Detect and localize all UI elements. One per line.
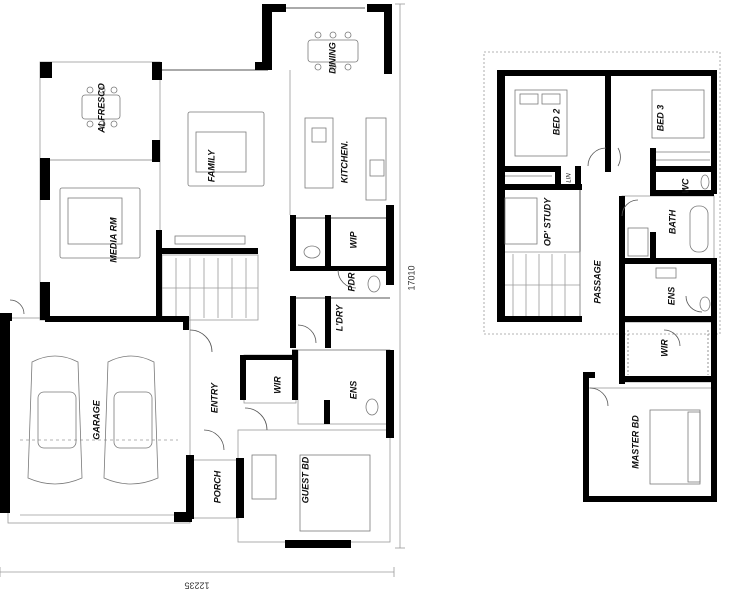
upper-floor-furniture (504, 89, 711, 485)
room-label-family: FAMILY (206, 149, 216, 182)
ground-floor-doors (9, 269, 357, 451)
room-label-pdr: PDR (346, 272, 356, 292)
room-label-ldry: L'DRY (334, 304, 344, 331)
room-label-dining: DINING (327, 42, 337, 74)
room-label-alfresco: ALFRESCO (96, 83, 106, 134)
room-label-lin: LIN (567, 173, 573, 183)
room-label-bath: BATH (667, 209, 677, 234)
room-label-wir: WIR (272, 376, 282, 394)
room-label-op-study: OP' STUDY (542, 197, 552, 246)
room-label-master-bd: MASTER BD (630, 415, 640, 469)
room-label-guest-bd: GUEST BD (300, 456, 310, 503)
room-label-entry: ENTRY (209, 382, 219, 413)
room-label-wc: WC (680, 178, 690, 193)
room-label-media-rm: MEDIA RM (108, 217, 118, 263)
upper-floor-plan: BED 2 BED 3 LIN WC OP' STUDY BATH PASSAG… (483, 51, 721, 502)
room-label-garage: GARAGE (91, 399, 101, 439)
ground-floor-walls (0, 4, 394, 548)
upper-floor-doors (587, 147, 703, 407)
room-label-ens-upper: ENS (666, 287, 676, 306)
room-label-ens: ENS (348, 381, 358, 400)
upper-floor-walls (497, 70, 717, 502)
room-label-passage: PASSAGE (592, 259, 602, 303)
dimension-width: 12235 (184, 581, 209, 591)
room-label-wir-upper: WIR (659, 339, 669, 357)
dimension-height: 17010 (406, 265, 416, 290)
ground-floor-plan: ALFRESCO DINING FAMILY KITCHEN. MEDIA RM… (0, 3, 416, 591)
dimension-lines (0, 3, 405, 577)
room-label-bed3: BED 3 (655, 105, 665, 132)
room-label-bed2: BED 2 (551, 109, 561, 136)
room-label-kitchen: KITCHEN. (339, 141, 349, 184)
room-label-wip: WIP (348, 231, 358, 249)
room-label-porch: PORCH (212, 470, 222, 503)
ground-floor-outline (7, 7, 391, 543)
ground-floor-furniture (27, 31, 387, 532)
